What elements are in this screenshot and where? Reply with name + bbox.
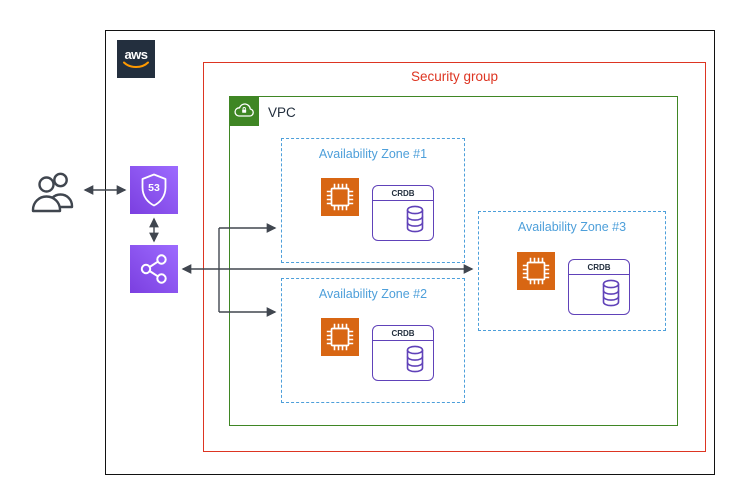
availability-zone-1-label: Availability Zone #1 <box>318 147 428 161</box>
database-icon <box>602 279 620 307</box>
chip-pins <box>522 257 550 285</box>
database-icon <box>406 345 424 373</box>
crdb-node: CRDB <box>372 185 434 241</box>
chip-pins <box>326 183 354 211</box>
ec2-instance-icon <box>321 318 359 356</box>
ec2-instance-icon <box>321 178 359 216</box>
availability-zone-2: Availability Zone #2 CRDB <box>281 278 465 403</box>
security-group-boundary: Security group <box>203 62 706 452</box>
vpc-cloud-lock-icon <box>234 103 254 117</box>
vpc-boundary: VPC <box>229 96 678 426</box>
availability-zone-3-label: Availability Zone #3 <box>517 220 627 234</box>
ec2-chip-icon <box>326 323 354 351</box>
crdb-label: CRDB <box>373 186 433 201</box>
route53-shield-icon <box>141 173 167 207</box>
aws-smile-icon <box>123 61 149 68</box>
availability-zone-2-label: Availability Zone #2 <box>318 287 428 301</box>
ec2-chip-icon <box>522 257 550 285</box>
availability-zone-3: Availability Zone #3 CRDB <box>478 211 666 331</box>
crdb-label: CRDB <box>373 326 433 341</box>
aws-account-boundary <box>105 30 715 475</box>
crdb-node: CRDB <box>372 325 434 381</box>
vpc-label: VPC <box>268 105 296 120</box>
route53-icon: 53 <box>130 166 178 214</box>
aws-logo: aws <box>117 40 155 78</box>
vpc-icon <box>229 96 259 126</box>
crdb-node: CRDB <box>568 259 630 315</box>
ec2-instance-icon <box>517 252 555 290</box>
crdb-label: CRDB <box>569 260 629 275</box>
route53-label: 53 <box>148 182 160 194</box>
aws-logo-text: aws <box>124 46 148 62</box>
chip-pins <box>326 323 354 351</box>
security-group-label: Security group <box>410 69 499 84</box>
share-network-icon <box>140 254 167 284</box>
ec2-chip-icon <box>326 183 354 211</box>
users-icon <box>31 172 74 213</box>
availability-zone-1: Availability Zone #1 CRDB <box>281 138 465 263</box>
load-balancer-icon <box>130 245 178 293</box>
database-icon <box>406 205 424 233</box>
